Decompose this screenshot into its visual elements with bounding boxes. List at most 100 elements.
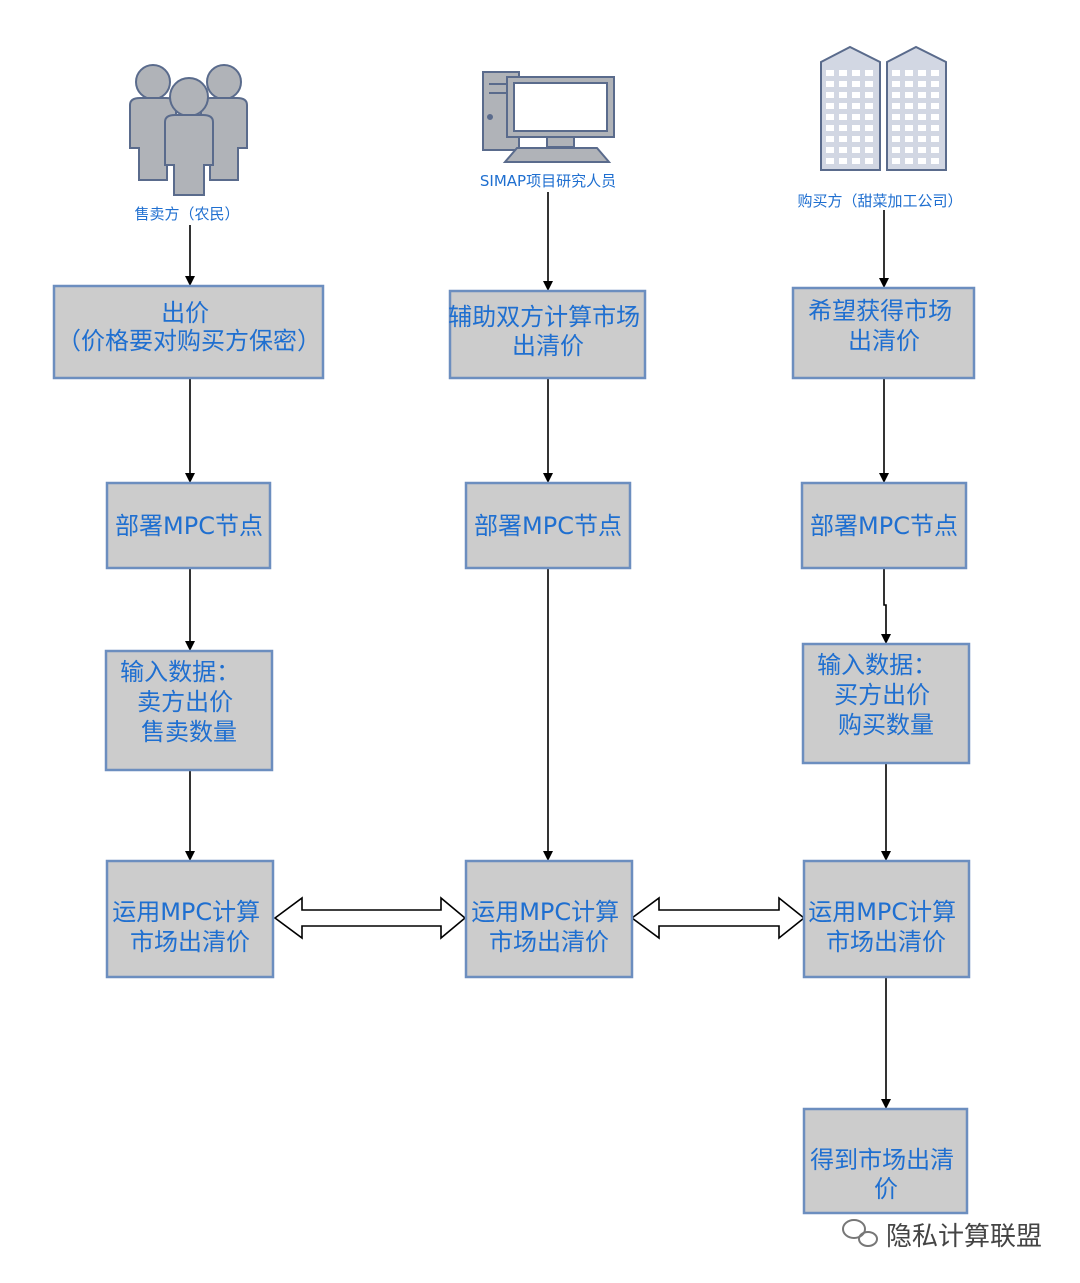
seller-node-text: 部署MPC节点: [115, 512, 263, 540]
building-window: [905, 114, 913, 120]
building-window: [931, 92, 939, 98]
arrow-buyer-node-to-input: [881, 568, 891, 644]
building-window: [826, 114, 834, 120]
building-window: [865, 70, 873, 76]
wechat-icon: [842, 1219, 878, 1247]
building-window: [892, 147, 900, 153]
building-window: [839, 114, 847, 120]
building-window: [931, 125, 939, 131]
building-window: [865, 92, 873, 98]
building-window: [892, 70, 900, 76]
building-window: [852, 70, 860, 76]
buyer-node-text: 部署MPC节点: [810, 512, 958, 540]
double-arrow-researcher-buyer: [630, 896, 806, 940]
buyer-mpc-text: 运用MPC计算 市场出清价: [808, 898, 964, 956]
building-window: [905, 81, 913, 87]
building-window: [839, 125, 847, 131]
seller-bid-box: [52, 284, 325, 380]
building-window: [865, 114, 873, 120]
researcher-assist-box: [448, 289, 647, 380]
building-window: [826, 70, 834, 76]
researcher-assist-text: 辅助双方计算市场 出清价: [448, 303, 648, 360]
building-window: [918, 70, 926, 76]
double-arrow-seller-researcher: [273, 896, 467, 940]
building-window: [839, 136, 847, 142]
building-window: [905, 158, 913, 164]
building-window: [918, 147, 926, 153]
building-window: [826, 125, 834, 131]
building-window: [892, 92, 900, 98]
seller-input-text: 输入数据： 卖方出价 售卖数量: [120, 658, 248, 746]
building-window: [931, 70, 939, 76]
building-window: [852, 125, 860, 131]
buyer-want-text: 希望获得市场 出清价: [808, 297, 960, 355]
building-window: [852, 147, 860, 153]
buyer-input-box: [801, 642, 971, 765]
building-window: [918, 158, 926, 164]
building-window: [931, 158, 939, 164]
buyer-result-text: 得到市场出清 价: [810, 1146, 962, 1203]
researcher-label: SIMAP项目研究人员: [480, 172, 616, 190]
building-window: [865, 81, 873, 87]
building-window: [826, 136, 834, 142]
building-window: [905, 125, 913, 131]
buyer-want-box: [791, 286, 976, 380]
seller-input-box: [104, 649, 274, 772]
researcher-node-box: [464, 481, 632, 570]
building-window: [839, 147, 847, 153]
building-window: [892, 136, 900, 142]
building-window: [852, 92, 860, 98]
building-window: [839, 92, 847, 98]
building-window: [826, 147, 834, 153]
building-window: [852, 158, 860, 164]
building-window: [852, 136, 860, 142]
seller-mpc-box: [105, 859, 275, 979]
buyer-result-box: [802, 1107, 969, 1215]
building-window: [931, 136, 939, 142]
building-window: [892, 114, 900, 120]
building-window: [918, 92, 926, 98]
building-window: [826, 81, 834, 87]
building-window: [931, 103, 939, 109]
seller-bid-text: 出价 （价格要对购买方保密）: [57, 299, 321, 355]
building-window: [839, 70, 847, 76]
building-window: [905, 136, 913, 142]
building-window: [918, 81, 926, 87]
building-window: [905, 92, 913, 98]
building-window: [918, 103, 926, 109]
building-window: [865, 125, 873, 131]
building-window: [905, 70, 913, 76]
building-window: [892, 81, 900, 87]
building-window: [931, 114, 939, 120]
building-window: [852, 81, 860, 87]
building-window: [839, 103, 847, 109]
building-window: [931, 147, 939, 153]
building-window: [918, 136, 926, 142]
building-window: [892, 103, 900, 109]
researcher-mpc-text: 运用MPC计算 市场出清价: [471, 898, 627, 956]
building-window: [905, 103, 913, 109]
building-window: [892, 125, 900, 131]
building-window: [852, 114, 860, 120]
seller-node-box: [105, 481, 272, 570]
buyer-mpc-box: [802, 859, 971, 979]
buildings-icon: [820, 45, 947, 171]
building-window: [826, 92, 834, 98]
building-window: [918, 114, 926, 120]
computer-icon: [482, 71, 615, 163]
building-window: [839, 81, 847, 87]
buyer-node-box: [800, 481, 968, 570]
building-window: [826, 103, 834, 109]
building-window: [865, 103, 873, 109]
building-window: [865, 147, 873, 153]
building-window: [865, 136, 873, 142]
building-window: [839, 158, 847, 164]
building-window: [918, 125, 926, 131]
building-window: [865, 158, 873, 164]
building-window: [931, 81, 939, 87]
building-window: [892, 158, 900, 164]
building-window: [852, 103, 860, 109]
seller-mpc-text: 运用MPC计算 市场出清价: [112, 898, 268, 956]
buyer-input-text: 输入数据： 买方出价 购买数量: [817, 651, 945, 739]
